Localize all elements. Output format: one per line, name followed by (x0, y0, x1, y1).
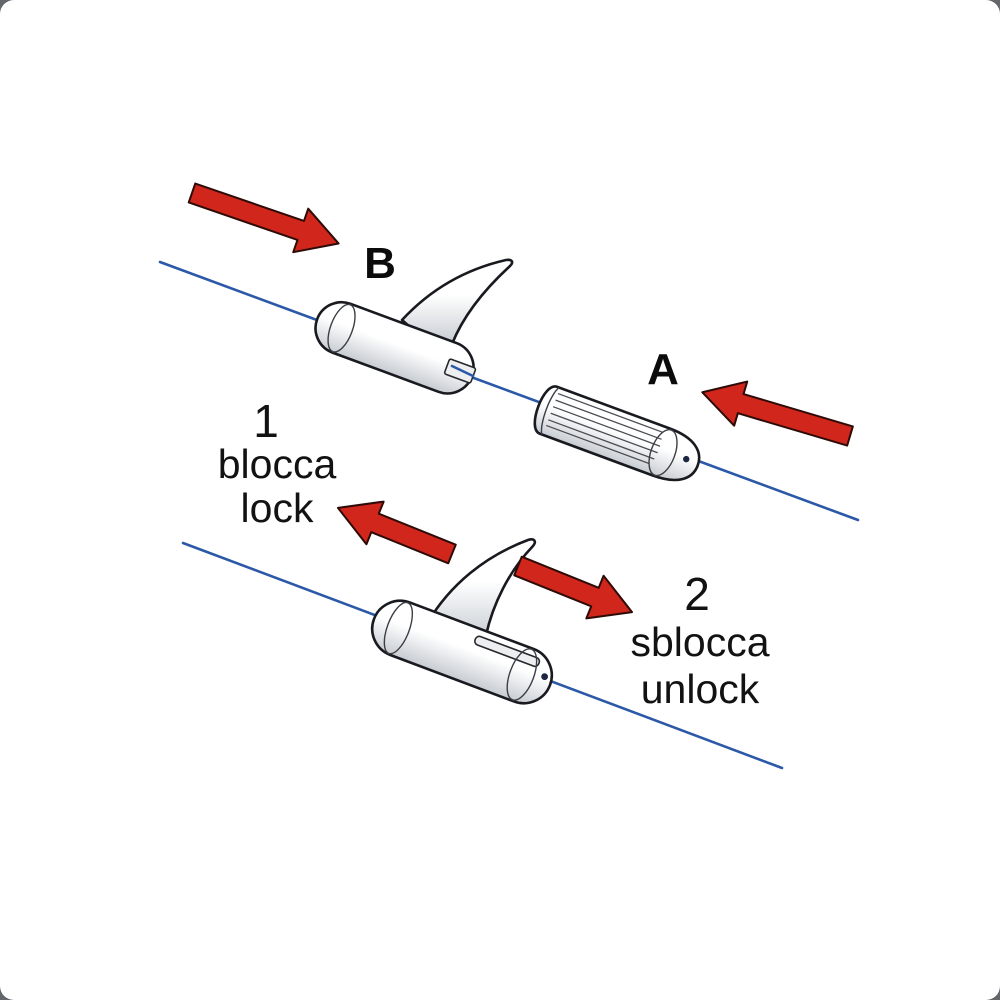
step2-number: 2 (684, 568, 710, 620)
step1-caption: 1 blocca lock (218, 395, 337, 531)
part-b-endcap-edge (327, 303, 356, 353)
assembled-cable-anchor (541, 673, 549, 681)
part-b-lever (400, 258, 514, 346)
part-a-cable-anchor (683, 455, 690, 463)
arrow-insert-a-icon (701, 380, 854, 447)
part-a-ribs (545, 392, 663, 465)
label-part-a: A (647, 345, 679, 394)
part-a-body (533, 385, 701, 482)
assembled-endcap-edge (506, 648, 538, 701)
step2-label-en: unlock (641, 666, 760, 712)
step1-number: 1 (253, 395, 279, 447)
part-a-ribbed-end (540, 387, 560, 435)
assembled-left-cap-edge (383, 601, 414, 655)
step2-caption: 2 sblocca unlock (630, 568, 769, 712)
assembled-body (370, 599, 554, 705)
label-part-b: B (364, 239, 396, 288)
assembled-top-slot (474, 635, 541, 668)
step1-label-it: blocca (218, 441, 337, 487)
cable-through-slot (450, 364, 475, 378)
step2-label-it: sblocca (630, 619, 769, 665)
arrow-lock-icon (336, 500, 457, 565)
assembled-lever (426, 538, 537, 642)
cable-line-top (158, 260, 860, 522)
arrow-insert-b-icon (187, 182, 340, 254)
part-a-endcap-edge (648, 429, 678, 477)
arrow-unlock-icon (513, 555, 634, 620)
step1-label-en: lock (241, 485, 314, 531)
